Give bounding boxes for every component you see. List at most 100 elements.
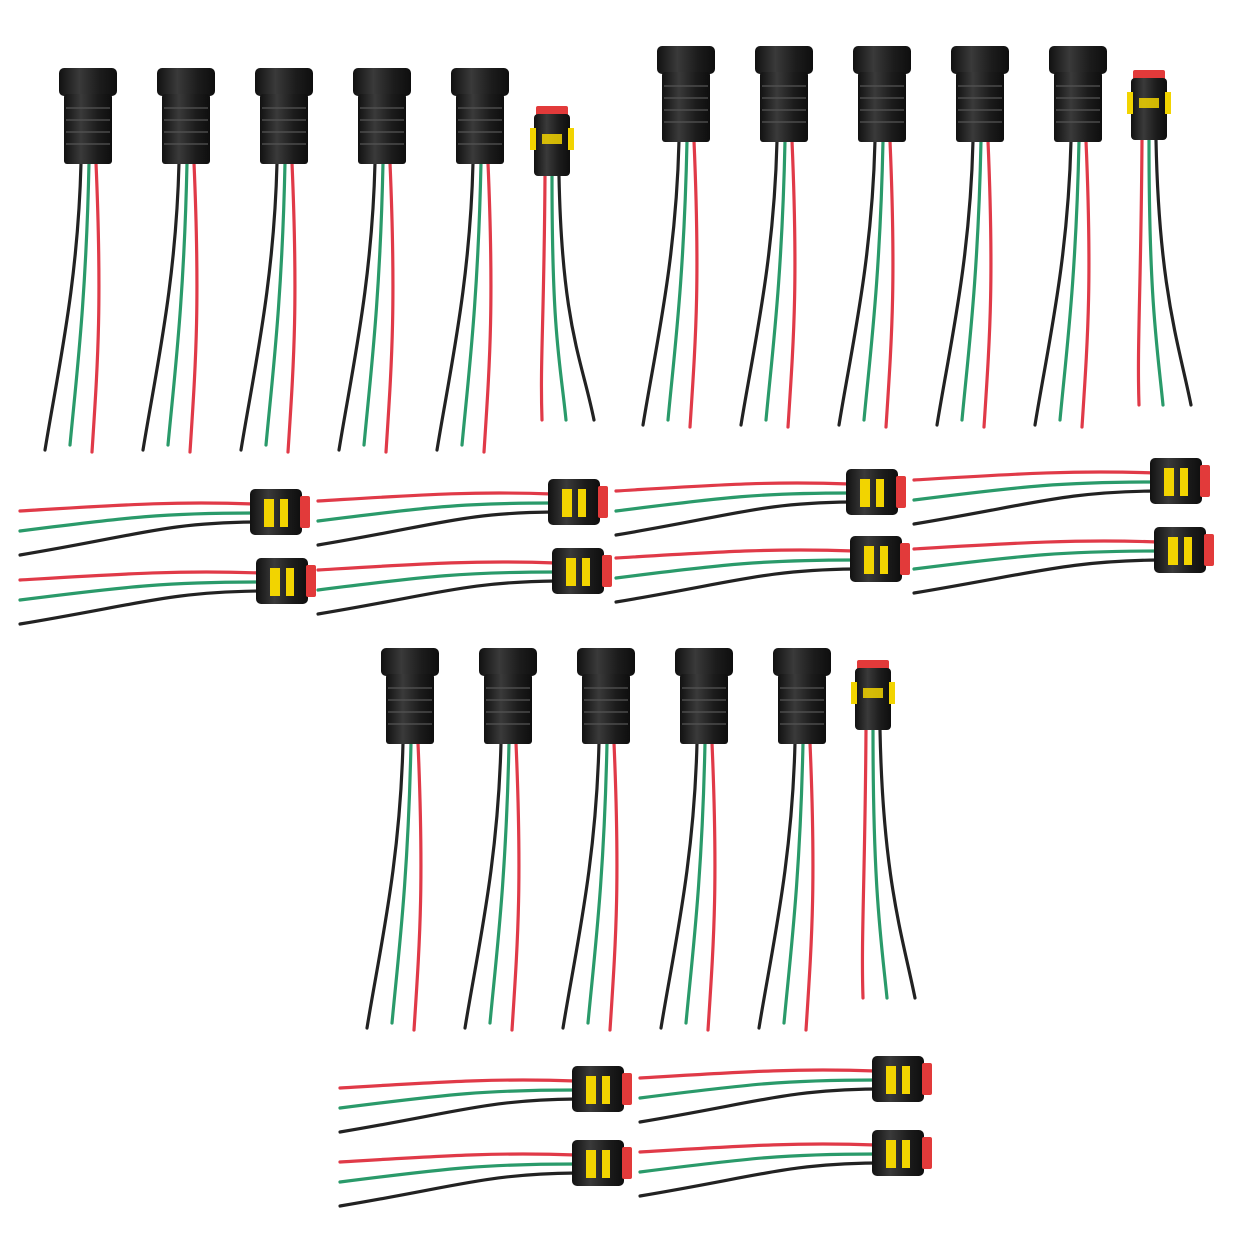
connector-body	[850, 536, 902, 582]
wire	[688, 139, 699, 429]
male-connector	[641, 46, 715, 429]
wire	[1080, 139, 1091, 429]
yellow-seal	[264, 499, 274, 527]
connector-cap	[381, 648, 439, 676]
wire	[338, 1171, 578, 1208]
connector-cap	[255, 68, 313, 96]
connector-body	[872, 1056, 924, 1102]
wire	[68, 161, 91, 447]
yellow-seal	[1184, 537, 1192, 565]
male-connector	[239, 68, 313, 454]
wire	[188, 161, 199, 454]
yellow-seal	[863, 688, 883, 698]
connectors-layer	[18, 46, 1214, 1208]
wire	[239, 161, 279, 452]
wire	[539, 174, 547, 422]
red-tab	[622, 1147, 632, 1179]
connector-cap	[675, 648, 733, 676]
connector-body	[858, 72, 906, 142]
wire	[614, 500, 852, 537]
yellow-seal	[886, 1066, 896, 1094]
yellow-seal	[886, 1140, 896, 1168]
wire	[463, 741, 503, 1030]
wire	[18, 511, 256, 533]
connector-body	[778, 674, 826, 744]
connector-cap	[577, 648, 635, 676]
yellow-seal	[902, 1066, 910, 1094]
connector-body	[572, 1066, 624, 1112]
wire	[912, 558, 1160, 595]
red-tab	[602, 555, 612, 587]
red-tab	[922, 1137, 932, 1169]
vertical-row-bottom	[365, 648, 917, 1032]
connector-cap	[773, 648, 831, 676]
wire	[338, 1152, 578, 1164]
wire	[659, 741, 699, 1030]
wire	[614, 481, 852, 493]
wire	[1033, 139, 1073, 427]
yellow-seal	[568, 128, 574, 150]
wire	[638, 1152, 878, 1174]
wire	[550, 174, 568, 422]
wire	[412, 741, 423, 1032]
wire	[982, 139, 993, 429]
wire	[638, 1078, 878, 1100]
female-connector	[851, 660, 917, 1000]
wire	[316, 560, 558, 572]
wire	[316, 570, 558, 592]
yellow-seal	[1139, 98, 1159, 108]
yellow-seal	[270, 568, 280, 596]
connector-body	[855, 668, 891, 730]
yellow-seal	[880, 546, 888, 574]
wire	[837, 139, 877, 427]
male-connector	[43, 68, 117, 454]
wire	[460, 161, 483, 447]
wire	[614, 567, 856, 604]
yellow-seal	[876, 479, 884, 507]
wire	[860, 728, 868, 1000]
wire	[337, 161, 377, 452]
wire	[561, 741, 601, 1030]
male-connector	[837, 46, 911, 429]
female-connector	[638, 1130, 932, 1198]
wire	[586, 741, 609, 1025]
yellow-seal	[586, 1076, 596, 1104]
connector-body	[572, 1140, 624, 1186]
wire	[878, 728, 917, 1000]
yellow-seal	[864, 546, 874, 574]
male-connector	[659, 648, 733, 1032]
male-connector	[365, 648, 439, 1032]
vertical-row-top-right	[641, 46, 1193, 429]
female-connector	[614, 469, 906, 537]
wire	[338, 1162, 578, 1184]
female-connector	[316, 548, 612, 616]
wire	[316, 501, 554, 523]
connector-body	[1154, 527, 1206, 573]
wire	[739, 139, 779, 427]
wire	[384, 161, 395, 454]
male-connector	[739, 46, 813, 429]
female-connector	[18, 489, 310, 557]
connector-body	[256, 558, 308, 604]
wire	[638, 1087, 878, 1124]
female-connector	[530, 106, 596, 422]
yellow-seal	[860, 479, 870, 507]
wire	[316, 510, 554, 547]
connector-cap	[451, 68, 509, 96]
female-connector	[638, 1056, 932, 1124]
wire	[43, 161, 83, 452]
connector-body	[534, 114, 570, 176]
red-tab	[900, 543, 910, 575]
red-tab	[857, 660, 889, 670]
male-connector	[757, 648, 831, 1032]
yellow-seal	[586, 1150, 596, 1178]
yellow-seal	[280, 499, 288, 527]
wire	[90, 161, 101, 454]
wire	[706, 741, 717, 1032]
connector-body	[64, 94, 112, 164]
wire	[488, 741, 511, 1025]
wire	[482, 161, 493, 454]
connector-body	[1150, 458, 1202, 504]
yellow-seal	[562, 489, 572, 517]
red-tab	[1204, 534, 1214, 566]
